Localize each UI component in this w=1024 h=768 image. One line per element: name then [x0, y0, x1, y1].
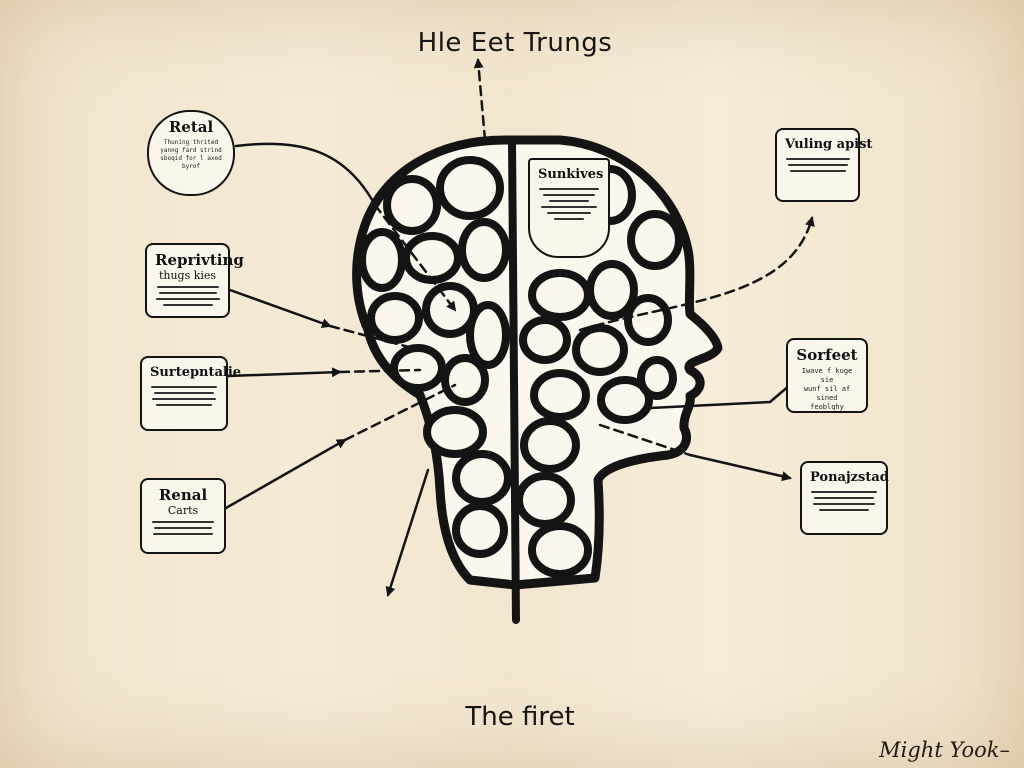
note-sorfeet: Sorfeet Iwave f kuge sie wunf sil af sin…	[786, 338, 868, 413]
note-sunkives-lines	[538, 188, 600, 220]
note-ponajzstad-lines	[810, 491, 878, 511]
note-retal-body: Thuning thrited yanng fard strind sboqid…	[160, 139, 222, 170]
note-renal-carts: Renal Carts	[140, 478, 226, 554]
note-ponajzstad: Ponajzstad	[800, 461, 889, 535]
note-surtepntalie: Surtepntalie	[140, 356, 242, 431]
diagram-caption: The firet	[465, 702, 575, 732]
note-vuling-title: Vuling apist	[785, 137, 873, 152]
signature: Might Yook–	[879, 738, 1010, 762]
note-reprivting-subtitle: thugs kies	[158, 269, 217, 282]
note-renal-title: Renal	[158, 486, 208, 504]
connector-arrows	[224, 58, 815, 597]
note-vuling-lines	[785, 158, 850, 172]
note-surtepntalie-lines	[150, 386, 218, 406]
note-sorfeet-title: Sorfeet	[796, 346, 858, 364]
brain-lobes-icon	[358, 156, 683, 578]
diagram-title: Hle Eet Trungs	[417, 28, 613, 58]
note-ponajzstad-title: Ponajzstad	[810, 470, 889, 485]
note-reprivting-title: Reprivting	[155, 251, 244, 269]
note-reprivting: Reprivting thugs kies	[145, 243, 244, 318]
note-sunkives-title: Sunkives	[538, 167, 604, 182]
note-renal-subtitle: Carts	[167, 504, 199, 517]
note-sorfeet-body: Iwave f kuge sie wunf sil af sined feobl…	[801, 367, 853, 411]
note-reprivting-lines	[155, 286, 220, 306]
note-surtepntalie-title: Surtepntalie	[150, 365, 242, 380]
note-renal-lines	[150, 521, 216, 535]
note-retal: Retal Thuning thrited yanng fard strind …	[147, 110, 235, 196]
note-vuling-apist: Vuling apist	[775, 128, 873, 202]
note-sunkives: Sunkives	[528, 158, 610, 258]
note-retal-title: Retal	[168, 118, 214, 136]
